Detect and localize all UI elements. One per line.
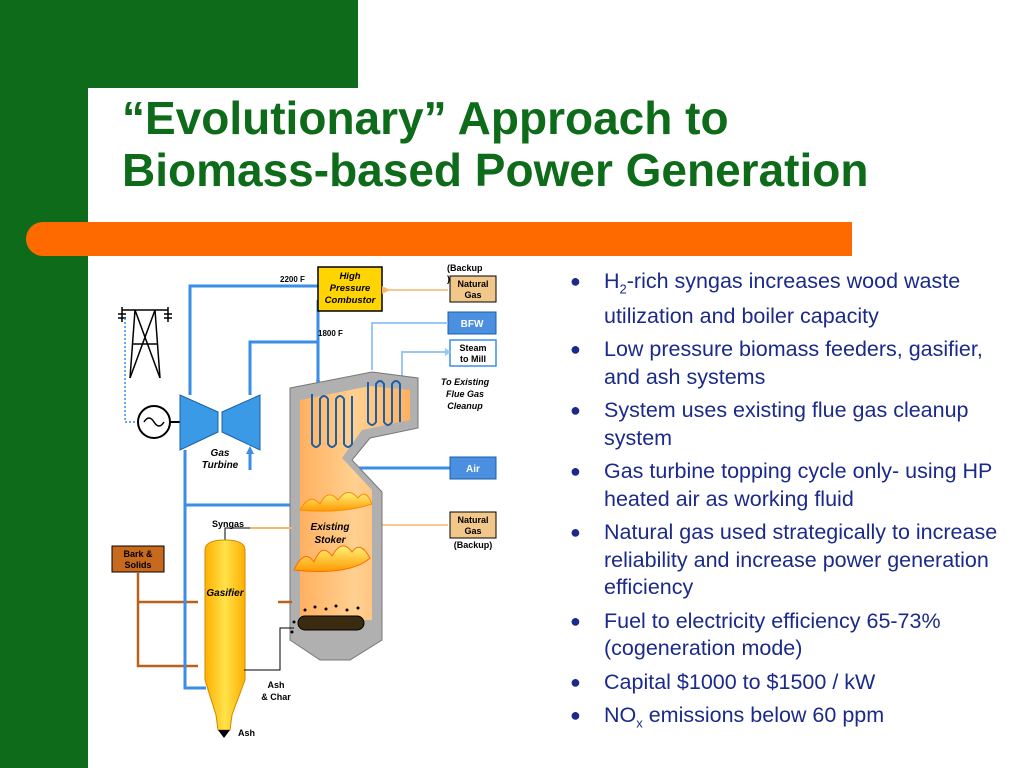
title-line-2: Biomass-based Power Generation xyxy=(122,144,869,196)
bullet-dot-icon: ● xyxy=(570,610,581,631)
arrow-icon xyxy=(445,348,451,356)
bullet-item: ●NOx emissions below 60 ppm xyxy=(570,703,885,731)
lower-flame-icon xyxy=(293,545,371,572)
gas-turbine-label-2: Turbine xyxy=(202,460,239,471)
flue-gas-label: To Existing xyxy=(441,377,490,387)
steam-label: to Mill xyxy=(460,354,486,364)
natural-gas-top-box xyxy=(449,275,497,303)
ash-char-label: & Char xyxy=(261,692,291,702)
title-line-1: “Evolutionary” Approach to xyxy=(122,92,729,144)
compressor-icon xyxy=(179,394,219,451)
bullet-dot-icon: ● xyxy=(570,671,581,692)
natural-gas-label: Gas xyxy=(464,290,481,300)
high-pressure-combustor-box xyxy=(317,266,383,312)
bark-label: Solids xyxy=(124,560,151,570)
natural-gas-bottom-box xyxy=(449,511,497,539)
air-label: Air xyxy=(466,464,480,475)
bfw-label: BFW xyxy=(461,319,484,330)
steam-line xyxy=(401,351,445,378)
left-green-bar xyxy=(0,0,88,768)
top-green-block xyxy=(0,0,358,88)
natural-gas-label: Natural xyxy=(457,515,488,525)
bullet-dot-icon: ● xyxy=(570,705,581,726)
gasifier-label: Gasifier xyxy=(206,588,244,599)
bullet-list: ●H2-rich syngas increases wood waste uti… xyxy=(566,268,1022,743)
steam-label: Steam xyxy=(459,343,486,353)
bark-feed-lines xyxy=(136,572,292,668)
bark-solids-box xyxy=(111,545,165,573)
flue-gas-label: Cleanup xyxy=(447,401,483,411)
arrow-icon xyxy=(246,446,254,454)
combustor-label: Pressure xyxy=(330,283,371,294)
existing-stoker-label: Existing xyxy=(311,522,350,533)
bullet-dot-icon: ● xyxy=(570,271,581,291)
flue-gas-label: Flue Gas xyxy=(446,389,484,399)
combustor-label: Combustor xyxy=(325,295,377,306)
bullet-item: ●System uses existing flue gas cleanup s… xyxy=(570,398,969,450)
transmission-tower-icon xyxy=(118,307,172,379)
bullet-dot-icon: ● xyxy=(570,339,581,360)
bullet-dot-icon: ● xyxy=(570,522,581,543)
fuel-particles-icon xyxy=(290,604,360,634)
backup-top-label-1: (Backup xyxy=(447,263,483,273)
ash-char-line xyxy=(244,627,294,671)
process-diagram: Gas Turbine 2200 F 1800 F High Pressure … xyxy=(111,263,497,738)
combustor-label: High xyxy=(339,271,360,282)
backup-bottom-label: (Backup) xyxy=(454,540,493,550)
generator-wave-icon xyxy=(143,417,165,427)
gasifier-vessel xyxy=(204,539,246,731)
syngas-label: Syngas xyxy=(212,519,244,529)
backup-top-label-2: ) xyxy=(447,274,450,284)
slide-title: “Evolutionary” Approach to Biomass-based… xyxy=(122,92,1002,196)
ash-char-label: Ash xyxy=(267,680,284,690)
temp-2200-label: 2200 F xyxy=(280,275,305,284)
gas-turbine-label-1: Gas xyxy=(211,448,230,459)
bullet-item: ●Fuel to electricity efficiency 65-73% (… xyxy=(570,608,941,661)
existing-stoker-label: Stoker xyxy=(314,535,346,546)
steam-to-mill-box xyxy=(449,339,497,367)
bullet-dot-icon: ● xyxy=(570,461,581,482)
temp-1800-label: 1800 F xyxy=(318,329,343,338)
bullet-item: ●Gas turbine topping cycle only- using H… xyxy=(570,459,993,511)
ash-outlet-icon xyxy=(218,730,230,738)
turbine-icon xyxy=(221,394,261,451)
natural-gas-lines xyxy=(380,289,448,526)
air-to-gasifier-line xyxy=(183,505,206,690)
arrow-icon xyxy=(382,286,390,294)
bullet-item: ●Low pressure biomass feeders, gasifier,… xyxy=(570,337,983,389)
stoker-grate-icon xyxy=(297,615,365,631)
ash-label: Ash xyxy=(238,728,255,738)
bullet-dot-icon: ● xyxy=(570,400,581,421)
bullet-item: ●Capital $1000 to $1500 / kW xyxy=(566,669,1022,697)
natural-gas-label: Natural xyxy=(457,279,488,289)
bullet-item: ●Natural gas used strategically to incre… xyxy=(570,520,998,600)
upper-flame-icon xyxy=(299,492,373,512)
boiler-tubes xyxy=(311,380,401,448)
natural-gas-label: Gas xyxy=(464,526,481,536)
bark-label: Bark & xyxy=(123,549,153,559)
bfw-line xyxy=(371,322,448,370)
orange-divider-bar xyxy=(26,222,852,256)
bullet-item: ●H2-rich syngas increases wood waste uti… xyxy=(570,269,961,328)
air-box xyxy=(449,456,497,480)
